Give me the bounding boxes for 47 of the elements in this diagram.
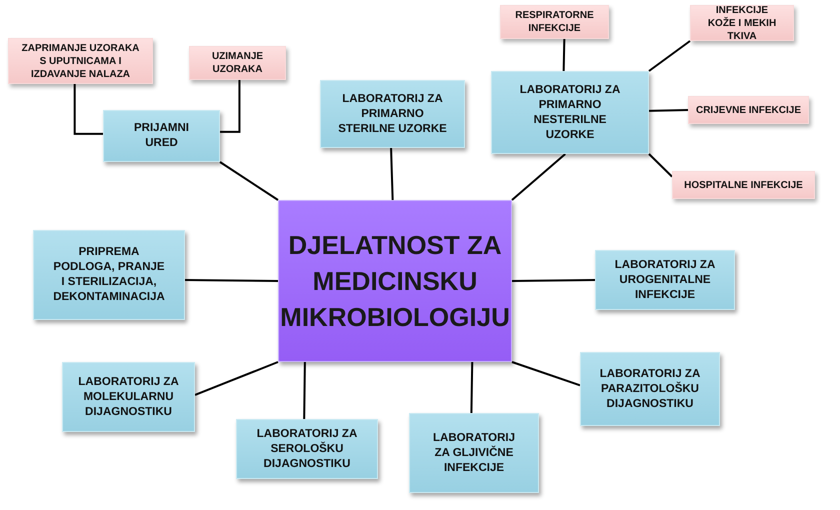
connector-line: [184, 278, 278, 282]
department-box: [320, 80, 465, 148]
department-box: [491, 71, 649, 154]
connector-line: [511, 153, 566, 201]
box-label: PRIJAMNI URED: [133, 121, 190, 151]
section-box: [690, 5, 794, 41]
department-box: [236, 419, 378, 479]
connector-line: [390, 148, 394, 200]
department-box: [595, 250, 735, 310]
box-label: LABORATORIJ ZA MOLEKULARNU DIJAGNOSTIKU: [77, 374, 180, 420]
department-box: [62, 362, 195, 432]
box-label: LABORATORIJ ZA GLJIVIČNE INFEKCIJE: [432, 430, 516, 476]
box-label: LABORATORIJ ZA UROGENITALNE INFEKCIJE: [614, 258, 716, 302]
box-label: INFEKCIJE KOŽE I MEKIH TKIVA: [706, 4, 778, 42]
box-label: RESPIRATORNE INFEKCIJE: [514, 9, 595, 35]
box-label: LABORATORIJ ZA PARAZITOLOŠKU DIJAGNOSTIKU: [598, 366, 702, 412]
department-box: [409, 413, 539, 493]
section-box: [500, 5, 609, 39]
box-label: LABORATORIJ ZA PRIMARNO NESTERILNE UZORKE: [518, 82, 622, 142]
connector-line: [219, 161, 279, 201]
section-box: [688, 96, 809, 124]
connector-line: [648, 40, 691, 72]
section-box: [8, 38, 153, 84]
box-label: LABORATORIJ ZA SEROLOŠKU DIJAGNOSTIKU: [256, 426, 358, 472]
box-label: LABORATORIJ ZA PRIMARNO STERILNE UZORKE: [337, 92, 448, 136]
connector-line: [194, 361, 278, 396]
connector-line: [512, 361, 580, 386]
department-box: [103, 110, 220, 162]
box-label: DJELATNOST ZA MEDICINSKU MIKROBIOLOGIJU: [280, 229, 510, 334]
box-label: PRIPREMA PODLOGA, PRANJE I STERILIZACIJA, DEKONTAMINACIJA: [53, 245, 165, 305]
box-label: UZIMANJE UZORAKA: [210, 50, 264, 76]
connector-line: [562, 38, 566, 72]
box-label: HOSPITALNE INFEKCIJE: [684, 178, 803, 192]
box-label: ZAPRIMANJE UZORAKA S UPUTNICAMA I IZDAVANJE NALAZA: [21, 42, 140, 80]
connector-line: [470, 362, 474, 414]
connector-line: [303, 362, 306, 420]
connector-line: [220, 80, 240, 133]
section-box: [189, 46, 286, 80]
department-box: [33, 230, 185, 320]
department-box: [580, 352, 720, 426]
connector-line: [74, 84, 103, 135]
connector-line: [648, 153, 673, 178]
section-box: [672, 171, 815, 199]
box-label: CRIJEVNE INFEKCIJE: [696, 104, 802, 116]
central-box: [278, 200, 512, 362]
connector-line: [512, 279, 596, 282]
connector-line: [648, 109, 688, 112]
